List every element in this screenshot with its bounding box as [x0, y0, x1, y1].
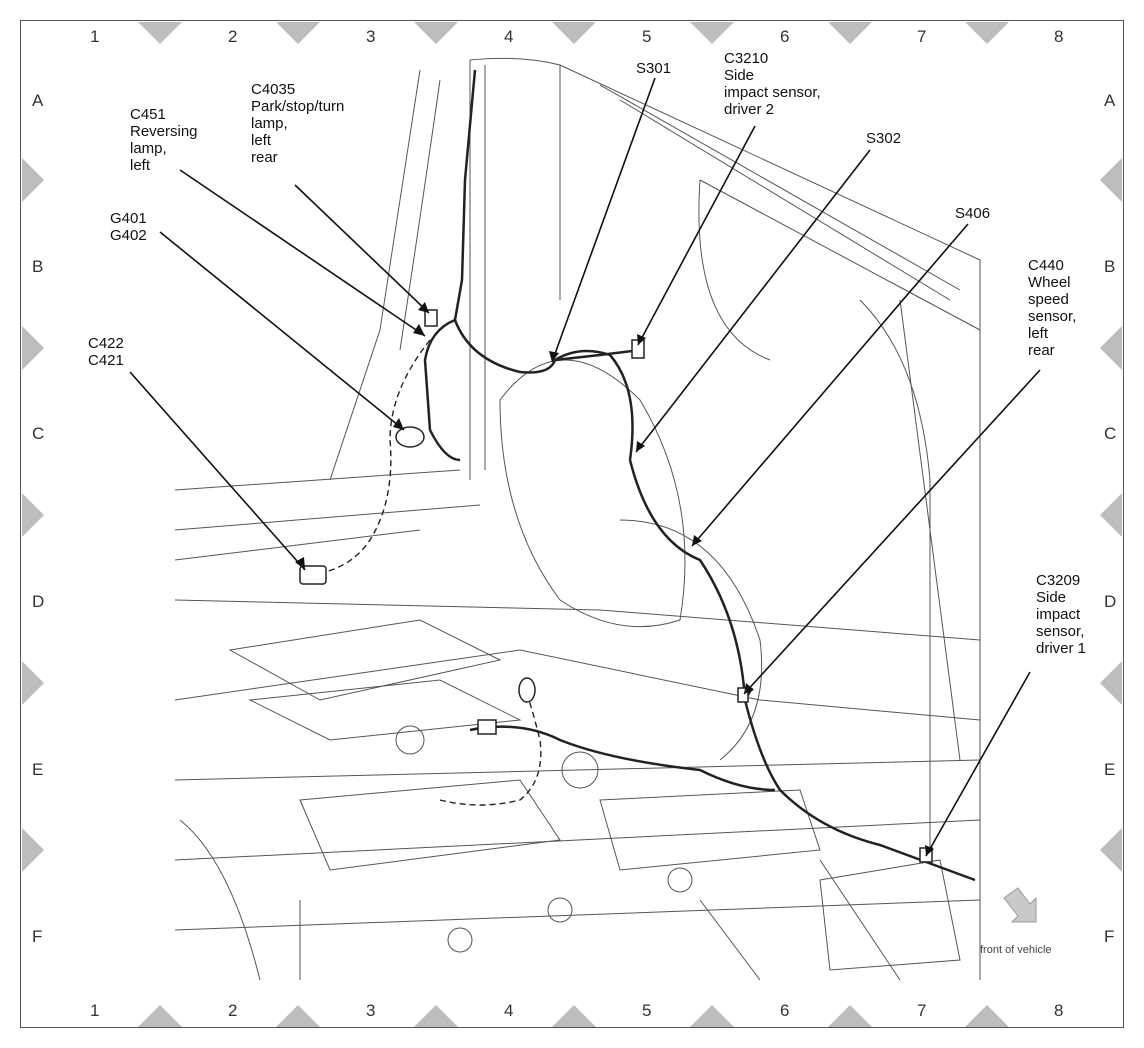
row-label-left-e: E	[32, 760, 44, 779]
col-label-bottom-6: 6	[780, 1001, 790, 1020]
col-label-bottom-1: 1	[90, 1001, 100, 1020]
grid-marker-left	[22, 828, 44, 872]
callout-g401: G401 G402	[110, 210, 147, 244]
col-label-top-5: 5	[642, 27, 652, 46]
grid-marker-top	[965, 22, 1009, 44]
grid-marker-right	[1100, 158, 1122, 202]
callout-c422: C422 C421	[88, 335, 124, 369]
row-label-right-e: E	[1104, 760, 1116, 779]
col-label-bottom-7: 7	[917, 1001, 927, 1020]
callout-s301: S301	[636, 60, 672, 77]
col-label-top-8: 8	[1054, 27, 1064, 46]
grid-marker-top	[414, 22, 458, 44]
grid-marker-top	[828, 22, 872, 44]
diagram-frame	[20, 20, 1124, 1028]
callout-c440: C440 Wheel speed sensor, left rear	[1028, 257, 1077, 359]
callout-s406: S406	[955, 205, 991, 222]
col-label-bottom-5: 5	[642, 1001, 652, 1020]
col-label-top-3: 3	[366, 27, 376, 46]
row-label-right-a: A	[1104, 91, 1116, 110]
row-label-left-f: F	[32, 927, 43, 946]
grid-marker-bottom	[828, 1005, 872, 1027]
grid-marker-left	[22, 493, 44, 537]
grid-marker-right	[1100, 661, 1122, 705]
front-of-vehicle-label: front of vehicle	[980, 944, 1052, 956]
row-label-left-d: D	[32, 592, 45, 611]
row-label-left-b: B	[32, 257, 44, 276]
grid-marker-bottom	[690, 1005, 734, 1027]
grid-marker-bottom	[552, 1005, 596, 1027]
grid-marker-bottom	[414, 1005, 458, 1027]
callout-s302: S302	[866, 130, 902, 147]
col-label-top-6: 6	[780, 27, 790, 46]
col-label-top-1: 1	[90, 27, 100, 46]
grid-marker-left	[22, 661, 44, 705]
grid-marker-left	[22, 326, 44, 370]
col-label-top-2: 2	[228, 27, 238, 46]
row-label-left-c: C	[32, 424, 45, 443]
row-label-left-a: A	[32, 91, 44, 110]
grid-marker-top	[690, 22, 734, 44]
callout-c3210: C3210 Side impact sensor, driver 2	[724, 50, 821, 118]
grid-marker-top	[276, 22, 320, 44]
grid-marker-right	[1100, 828, 1122, 872]
col-label-top-4: 4	[504, 27, 514, 46]
grid-marker-left	[22, 158, 44, 202]
col-label-bottom-8: 8	[1054, 1001, 1064, 1020]
grid-marker-bottom	[276, 1005, 320, 1027]
grid-marker-bottom	[138, 1005, 182, 1027]
col-label-top-7: 7	[917, 27, 927, 46]
col-label-bottom-3: 3	[366, 1001, 376, 1020]
callout-c3209: C3209 Side impact sensor, driver 1	[1036, 572, 1087, 657]
row-label-right-f: F	[1104, 927, 1115, 946]
callout-c4035: C4035 Park/stop/turn lamp, left rear	[251, 81, 345, 166]
grid-marker-top	[138, 22, 182, 44]
grid-marker-right	[1100, 493, 1122, 537]
col-label-bottom-4: 4	[504, 1001, 514, 1020]
callout-c451: C451 Reversing lamp, left	[130, 106, 198, 174]
grid-marker-bottom	[965, 1005, 1009, 1027]
grid-marker-right	[1100, 326, 1122, 370]
grid-marker-top	[552, 22, 596, 44]
row-label-right-b: B	[1104, 257, 1116, 276]
col-label-bottom-2: 2	[228, 1001, 238, 1020]
front-direction-arrow	[1003, 887, 1037, 923]
row-label-right-c: C	[1104, 424, 1117, 443]
row-label-right-d: D	[1104, 592, 1117, 611]
